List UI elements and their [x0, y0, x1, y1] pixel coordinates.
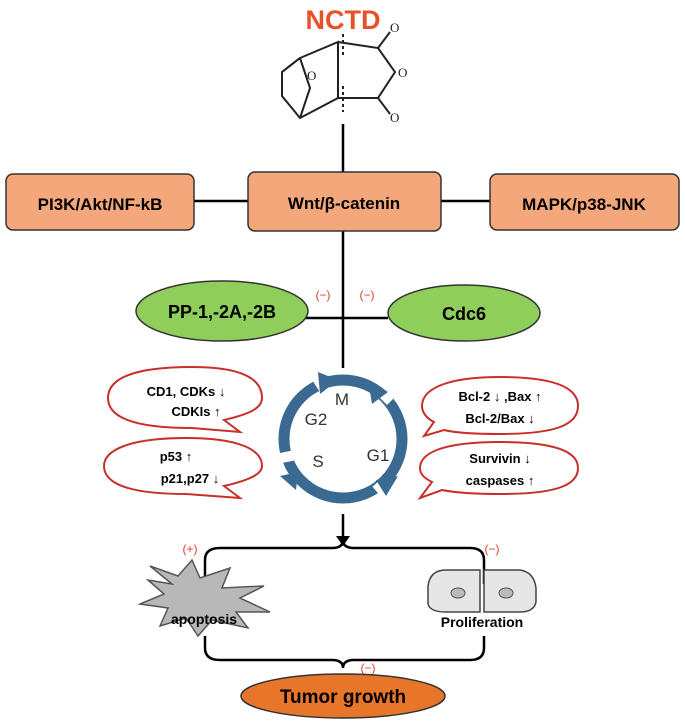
apoptosis-burst-icon	[137, 558, 271, 638]
phase-label-s: S	[312, 452, 323, 471]
target-sign-pp1: (−)	[316, 288, 331, 302]
target-cdc6: Cdc6	[387, 284, 541, 342]
svg-text:O: O	[398, 65, 407, 80]
phase-label-m: M	[335, 390, 349, 409]
apoptosis-sign: (+)	[183, 542, 198, 556]
callout-top-right: Bcl-2 ↓ ,Bax ↑ Bcl-2/Bax ↓	[420, 375, 580, 438]
callout-line: Bcl-2 ↓ ,Bax ↑	[458, 389, 541, 404]
pathway-label-wnt: Wnt/β-catenin	[288, 194, 400, 213]
callout-top-left: CD1, CDKs ↓ CDKIs ↑	[106, 365, 264, 434]
callout-line: CD1, CDKs ↓	[147, 384, 226, 399]
proliferation-label: Proliferation	[441, 614, 523, 630]
callout-line: p21,p27 ↓	[161, 471, 220, 486]
cycle-arrowhead-icon	[376, 476, 398, 496]
cell-cycle-diagram: M G2 S G1	[278, 372, 408, 504]
pathway-box-mapk: MAPK/p38-JNK	[489, 173, 680, 231]
nctd-structure-drawing	[281, 31, 397, 120]
callout-line: Survivin ↓	[469, 451, 530, 466]
tumor-growth-node: Tumor growth	[240, 673, 446, 719]
target-label-cdc6: Cdc6	[442, 304, 486, 324]
outcome-brace-top	[203, 539, 486, 584]
svg-text:O: O	[307, 68, 316, 83]
callout-line: Bcl-2/Bax ↓	[465, 411, 534, 426]
callout-bottom-left: p53 ↑ p21,p27 ↓	[102, 436, 264, 500]
pathway-box-wnt: Wnt/β-catenin	[247, 171, 442, 232]
phase-label-g2: G2	[305, 410, 328, 429]
cycle-arrowhead-icon	[318, 372, 338, 394]
structure-atom-labels: O O O O	[307, 20, 407, 125]
svg-text:O: O	[390, 20, 399, 35]
pathway-label-pi3k: PI3K/Akt/NF-kB	[38, 195, 163, 214]
target-label-pp1: PP-1,-2A,-2B	[168, 302, 276, 322]
target-sign-cdc6: (−)	[360, 288, 375, 302]
tumor-growth-label: Tumor growth	[280, 687, 406, 708]
target-pp1: PP-1,-2A,-2B	[135, 280, 309, 342]
pathway-box-pi3k: PI3K/Akt/NF-kB	[5, 173, 195, 231]
cycle-arrowhead-icon	[368, 380, 388, 404]
svg-text:O: O	[390, 110, 399, 125]
proliferation-cells-icon	[427, 569, 537, 613]
tumor-sign: (−)	[361, 661, 376, 675]
pathway-label-mapk: MAPK/p38-JNK	[522, 195, 646, 214]
callout-line: CDKIs ↑	[171, 404, 220, 419]
phase-label-g1: G1	[367, 446, 390, 465]
callout-bottom-right: Survivin ↓ caspases ↑	[417, 440, 580, 501]
cycle-arrowhead-icon	[280, 472, 298, 490]
callout-line: caspases ↑	[466, 473, 535, 488]
outcome-brace-bottom	[203, 636, 486, 669]
apoptosis-label: apoptosis	[171, 611, 237, 627]
proliferation-sign: (−)	[485, 542, 500, 556]
callout-line: p53 ↑	[160, 449, 193, 464]
compound-title: NCTD	[306, 5, 381, 35]
